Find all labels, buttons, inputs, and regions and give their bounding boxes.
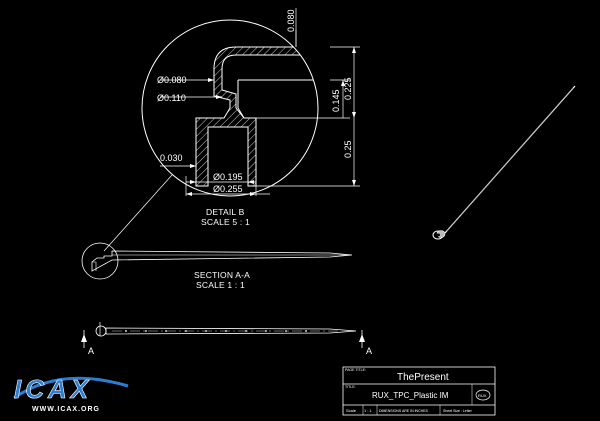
detail-leader-line xyxy=(103,174,173,252)
svg-text:RUX: RUX xyxy=(478,393,487,398)
front-view: A A xyxy=(81,322,372,356)
detail-b-caption: DETAIL B xyxy=(206,207,245,217)
detail-b-view: Ø0.080 Ø0.110 0.030 Ø0.195 Ø0.255 0.080 … xyxy=(141,8,360,227)
section-a-a-caption: SECTION A-A xyxy=(194,270,250,280)
detail-b-callout-circle xyxy=(81,242,119,280)
title-block-sheet-size: Sheet Size : Letter xyxy=(443,409,473,413)
front-view-perforations xyxy=(125,330,307,332)
detail-b-section-profile xyxy=(195,46,318,187)
rux-badge-icon: RUX xyxy=(475,389,491,401)
section-marker-arrow-right xyxy=(359,334,365,342)
title-block-title: RUX_TPC_Plastic IM xyxy=(372,391,449,400)
title-block-scale-label: Scale xyxy=(346,408,357,413)
dim-0-25-vertical: 0.25 xyxy=(343,140,353,158)
dim-0-225-vertical: 0.225 xyxy=(343,77,353,100)
isometric-view xyxy=(432,85,576,240)
icax-logo-url: WWW.ICAX.ORG xyxy=(32,406,100,413)
icax-logo: ICAX WWW.ICAX.ORG xyxy=(13,374,129,413)
dim-dia-0-110: Ø0.110 xyxy=(157,93,186,103)
front-view-end-circle xyxy=(95,325,107,337)
title-block-page-title-label: PAGE TITLE: xyxy=(345,368,366,372)
dim-dia-0-195: Ø0.195 xyxy=(213,172,243,182)
title-block-page-title: ThePresent xyxy=(397,372,449,383)
title-block: PAGE TITLE: ThePresent TITLE: RUX_TPC_Pl… xyxy=(342,366,496,416)
title-block-dims-note: DIMENSIONS ARE IN INCHES xyxy=(379,409,428,413)
section-marker-label-right: A xyxy=(366,346,372,356)
section-marker-arrow-left xyxy=(81,334,87,342)
detail-b-boundary-circle xyxy=(141,19,319,197)
detail-b-scale: SCALE 5 : 1 xyxy=(201,217,250,227)
detail-b-arrowheads xyxy=(186,47,356,196)
detail-b-hatched-wall xyxy=(195,46,318,187)
dim-0-030: 0.030 xyxy=(160,153,183,163)
section-marker-label-left: A xyxy=(88,346,94,356)
icax-logo-text: ICAX xyxy=(14,374,92,404)
section-a-a-view: SECTION A-A SCALE 1 : 1 xyxy=(81,242,353,290)
dim-0-080-vertical: 0.080 xyxy=(286,9,296,32)
dim-dia-0-255: Ø0.255 xyxy=(213,184,243,194)
dim-dia-0-080: Ø0.080 xyxy=(157,75,187,85)
title-block-scale-value: 1 : 1 xyxy=(364,408,373,413)
dim-0-145-vertical: 0.145 xyxy=(331,89,341,112)
title-block-title-label: TITLE: xyxy=(345,385,356,389)
section-a-a-tip-profile xyxy=(91,250,353,272)
detail-b-dimension-lines xyxy=(160,8,360,196)
section-a-a-scale: SCALE 1 : 1 xyxy=(196,280,245,290)
